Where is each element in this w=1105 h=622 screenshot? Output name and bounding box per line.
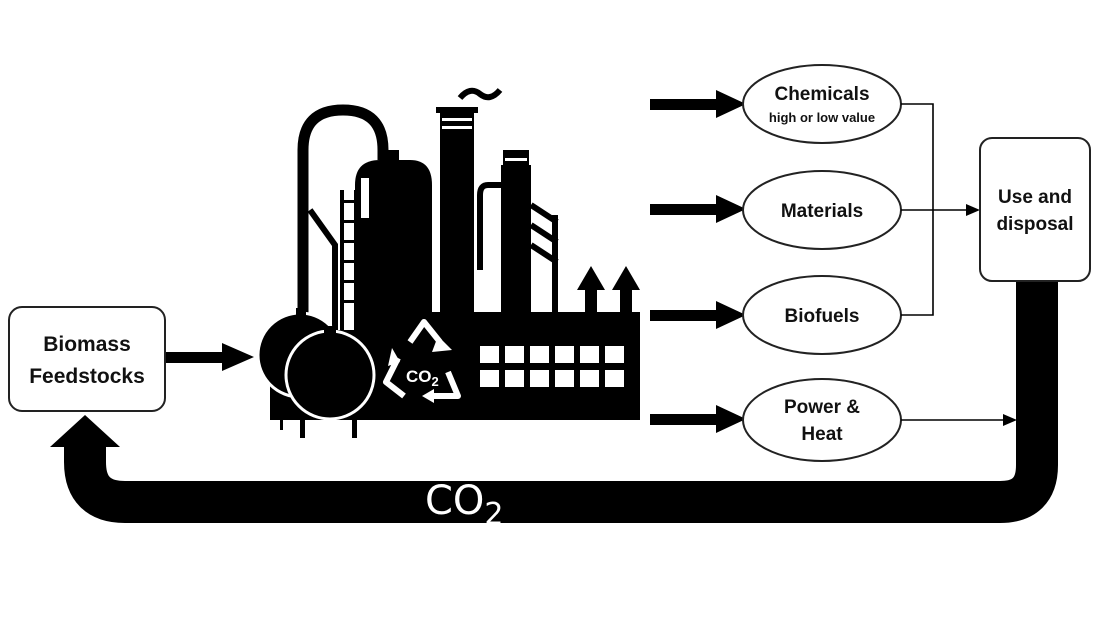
connectors-to-use (901, 103, 1006, 421)
power-heat-label-line1: Power & (784, 397, 860, 418)
chemicals-label: Chemicals (774, 84, 869, 105)
use-and-disposal-box: Use and disposal (979, 137, 1091, 282)
chemicals-node: Chemicals high or low value (742, 64, 902, 144)
arrow-to-biofuels (650, 301, 746, 329)
refinery-windows (480, 346, 624, 387)
biomass-label-line2: Feedstocks (29, 365, 145, 388)
biofuels-label: Biofuels (785, 306, 860, 327)
co2-return-arrowhead (50, 415, 120, 447)
power-heat-node: Power & Heat (742, 378, 902, 462)
output-arrows (650, 90, 746, 433)
biomass-label-line1: Biomass (43, 333, 131, 356)
arrowhead-to-use (966, 204, 980, 216)
refinery-icon (256, 87, 640, 438)
arrow-biomass-to-refinery (166, 343, 254, 371)
materials-label: Materials (781, 201, 863, 222)
materials-node: Materials (742, 170, 902, 250)
arrow-to-materials (650, 195, 746, 223)
arrow-to-chemicals (650, 90, 746, 118)
biomass-feedstocks-box: Biomass Feedstocks (8, 306, 166, 412)
co2-loop-label: CO2 (425, 478, 504, 532)
recycle-co2-icon: CO2 (383, 319, 461, 403)
co2-return-loop: CO2 (50, 280, 1058, 532)
chemicals-sublabel: high or low value (769, 110, 875, 125)
use-label-line1: Use and (998, 187, 1072, 208)
arrowhead-power-to-loop (1003, 414, 1017, 426)
recycle-co2-label: CO2 (406, 367, 439, 389)
biofuels-node: Biofuels (742, 275, 902, 355)
arrow-to-power-heat (650, 405, 746, 433)
use-label-line2: disposal (996, 214, 1073, 235)
power-heat-label-line2: Heat (801, 424, 843, 445)
